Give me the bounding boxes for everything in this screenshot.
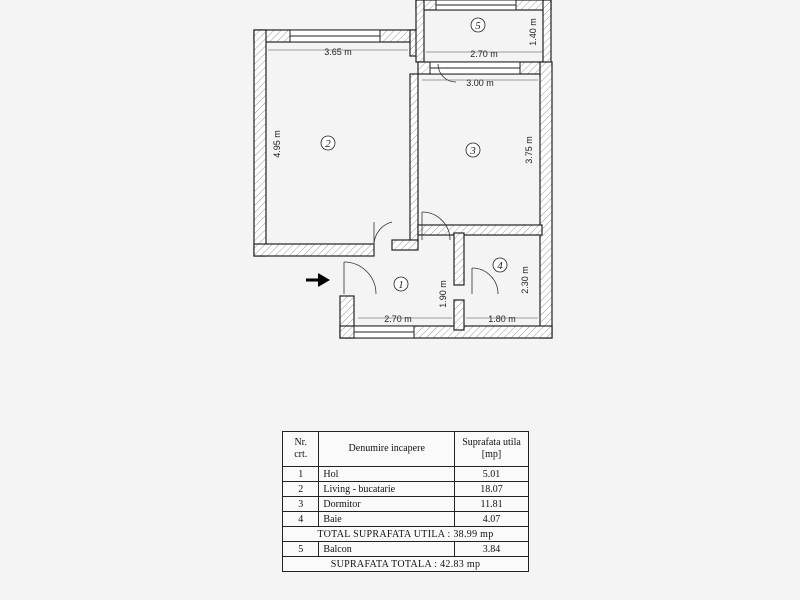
total-row: SUPRAFATA TOTALA : 42.83 mp <box>282 556 529 572</box>
dim-living-width: 3.65 m <box>324 47 352 57</box>
header-area: Suprafata utila [mp] <box>454 431 529 467</box>
dim-bedroom-height: 3.75 m <box>524 136 534 164</box>
row-name: Dormitor <box>318 496 456 512</box>
room-no-living: 2 <box>325 138 331 150</box>
row-area: 11.81 <box>454 496 529 512</box>
row-area: 3.84 <box>454 541 529 557</box>
room-area-table: Nr. crt. Denumire incapere Suprafata uti… <box>281 431 529 572</box>
table-row: 1 Hol 5.01 <box>281 466 529 482</box>
header-nr: Nr. crt. <box>281 431 320 467</box>
table-row: 2 Living - bucatarie 18.07 <box>281 481 529 497</box>
room-no-hall: 1 <box>398 279 404 291</box>
row-nr: 3 <box>281 496 320 512</box>
row-name: Baie <box>318 511 456 527</box>
room-numbers: 2 3 1 4 5 <box>325 20 503 291</box>
header-name: Denumire incapere <box>318 431 456 467</box>
dim-bath-depth: 2.30 m <box>520 266 530 294</box>
table-row: 3 Dormitor 11.81 <box>281 496 529 512</box>
row-area: 18.07 <box>454 481 529 497</box>
row-area: 5.01 <box>454 466 529 482</box>
dim-hall-depth: 1.90 m <box>438 280 448 308</box>
total-useful: TOTAL SUPRAFATA UTILA : 38.99 mp <box>282 526 529 542</box>
room-markers <box>320 17 508 292</box>
room-no-bath: 4 <box>497 260 503 272</box>
row-nr: 5 <box>281 541 320 557</box>
room-no-balcony: 5 <box>475 20 481 32</box>
dimension-labels: 3.65 m 4.95 m 2.70 m 1.40 m 3.00 m 3.75 … <box>272 18 538 324</box>
dim-living-height: 4.95 m <box>272 130 282 158</box>
row-nr: 4 <box>281 511 320 527</box>
total-useful-row: TOTAL SUPRAFATA UTILA : 38.99 mp <box>282 526 529 542</box>
floor-plan: 3.65 m 4.95 m 2.70 m 1.40 m 3.00 m 3.75 … <box>253 0 553 339</box>
dim-balcony-width: 2.70 m <box>470 49 498 59</box>
entrance-arrow-icon <box>306 273 330 287</box>
dim-hall-width: 2.70 m <box>384 314 412 324</box>
row-area: 4.07 <box>454 511 529 527</box>
dim-balcony-depth: 1.40 m <box>528 18 538 46</box>
door-swings <box>343 63 499 295</box>
row-nr: 2 <box>281 481 320 497</box>
row-name: Balcon <box>318 541 456 557</box>
total-area: SUPRAFATA TOTALA : 42.83 mp <box>282 556 529 572</box>
dim-bath-width: 1.80 m <box>488 314 516 324</box>
table-row: 4 Baie 4.07 <box>281 511 529 527</box>
row-nr: 1 <box>281 466 320 482</box>
windows <box>289 0 521 339</box>
row-name: Hol <box>318 466 456 482</box>
table-row: 5 Balcon 3.84 <box>281 541 529 557</box>
room-no-bedroom: 3 <box>469 145 476 157</box>
dimension-lines <box>268 49 542 319</box>
table-header-row: Nr. crt. Denumire incapere Suprafata uti… <box>281 431 529 467</box>
row-name: Living - bucatarie <box>318 481 456 497</box>
dim-bedroom-width: 3.00 m <box>466 78 494 88</box>
